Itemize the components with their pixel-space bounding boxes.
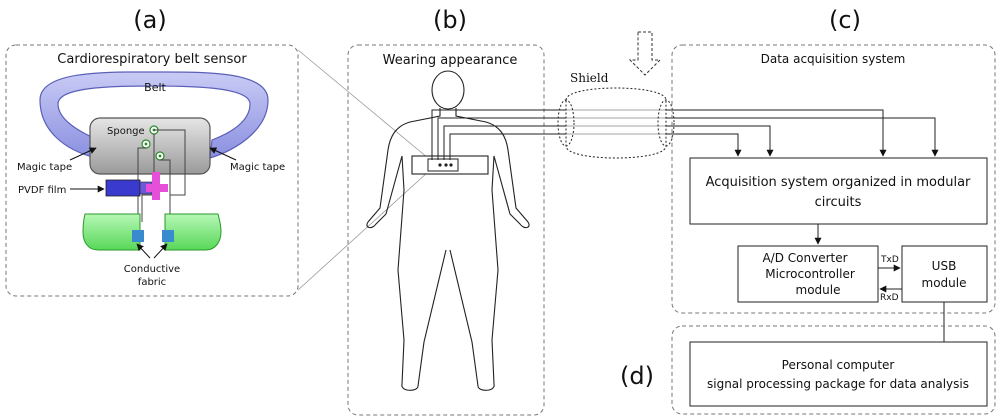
- fabric-label-line2: fabric: [138, 277, 166, 288]
- pvdf-label: PVDF film: [18, 185, 66, 196]
- belt-illustration: Belt: [39, 71, 269, 159]
- pvdf-film: [105, 172, 168, 200]
- human-figure: [366, 70, 530, 391]
- personal-computer-box: [689, 341, 988, 407]
- conductive-fabric-pads: [82, 213, 222, 259]
- ad-converter-line3: module: [796, 283, 841, 297]
- panel-a-title: Cardiorespiratory belt sensor: [57, 52, 247, 67]
- usb-module-line2: module: [922, 276, 967, 290]
- panel-c-frame: [671, 44, 996, 314]
- modular-circuits-line1: Acquisition system organized in modular: [706, 175, 971, 190]
- rxd-label: RxD: [880, 293, 899, 303]
- panel-letter-c: (c): [829, 6, 861, 34]
- panel-a-frame: [5, 44, 299, 297]
- panel-c-title: Data acquisition system: [761, 52, 906, 66]
- shield-cylinder: [557, 87, 675, 159]
- txd-label: TxD: [880, 255, 899, 265]
- ad-converter-line1: A/D Converter: [762, 251, 847, 265]
- panel-letter-a: (a): [133, 6, 166, 34]
- belt-label: Belt: [144, 81, 166, 94]
- magic-tape-right-label: Magic tape: [230, 162, 285, 173]
- magic-tape-right-arrow: [209, 147, 237, 161]
- shield-label: Shield: [570, 71, 609, 85]
- zoom-line-top: [297, 49, 429, 159]
- signal-wires: [431, 109, 939, 160]
- panel-letter-b: (b): [433, 6, 467, 34]
- ad-converter-box: [737, 245, 879, 303]
- panel-d-frame: [671, 325, 996, 415]
- zoom-line-bottom: [297, 171, 429, 291]
- magic-tape-left-label: Magic tape: [17, 162, 72, 173]
- sponge-label: Sponge: [107, 126, 145, 137]
- panel-b-title: Wearing appearance: [383, 53, 518, 68]
- modular-circuits-line2: circuits: [815, 195, 862, 210]
- shield-indicator-arrow: [628, 31, 662, 76]
- usb-module-line1: USB: [932, 259, 957, 273]
- fabric-label-line1: Conductive: [124, 264, 180, 275]
- sponge-module: Sponge: [89, 117, 211, 235]
- pc-line2: signal processing package for data analy…: [707, 377, 969, 391]
- panel-letter-d: (d): [620, 362, 654, 390]
- ad-converter-line2: Microcontroller: [765, 267, 855, 281]
- usb-module-box: [901, 245, 988, 303]
- modular-circuits-box: [689, 157, 988, 225]
- panel-b-frame: [347, 44, 545, 416]
- pc-line1: Personal computer: [782, 358, 895, 372]
- belt-on-body: [411, 155, 489, 175]
- magic-tape-left-arrow: [69, 147, 97, 161]
